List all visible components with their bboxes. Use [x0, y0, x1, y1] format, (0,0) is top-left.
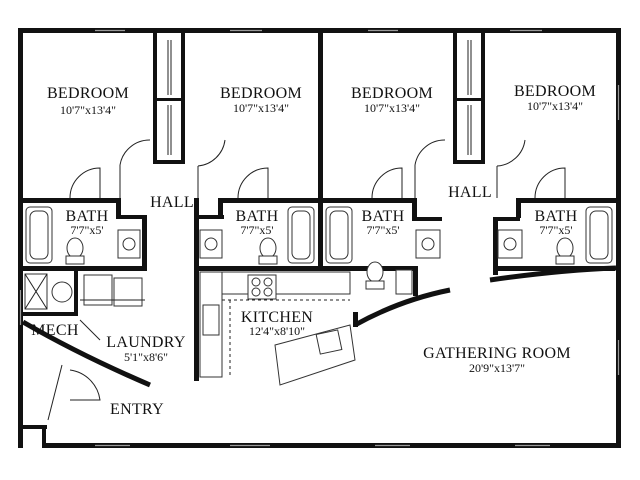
- windows: [19, 29, 620, 447]
- bedroom2-name: BEDROOM: [220, 85, 302, 102]
- gathering-room-dims: 20'9"x13'7": [469, 361, 525, 375]
- kitchen-dims: 12'4"x8'10": [249, 324, 305, 338]
- entry-stoop-side: [42, 425, 46, 448]
- laundry-dims: 5'1"x8'6": [124, 350, 168, 364]
- bath2-dims: 7'7"x5': [240, 223, 273, 237]
- bath4-name: BATH: [535, 208, 578, 225]
- bedroom1-name: BEDROOM: [47, 85, 129, 102]
- hall1-name: HALL: [150, 194, 194, 211]
- closet-doors: [167, 40, 472, 155]
- bath4-dims: 7'7"x5': [539, 223, 572, 237]
- bedroom4-dims: 10'7"x13'4": [527, 99, 583, 113]
- kitchen-fixtures: [199, 271, 356, 386]
- mech-name: MECH: [31, 322, 79, 339]
- curved-wall-laundry: [21, 319, 151, 388]
- bedroom3-dims: 10'7"x13'4": [364, 101, 420, 115]
- door-swings: [47, 139, 566, 421]
- curved-wall-kitchen: [353, 287, 451, 328]
- utility-fixtures: [24, 273, 145, 310]
- bedroom3-name: BEDROOM: [351, 85, 433, 102]
- bath3-dims: 7'7"x5': [366, 223, 399, 237]
- bath-fixtures: [25, 206, 613, 295]
- bath1-name: BATH: [66, 208, 109, 225]
- bedroom2-dims: 10'7"x13'4": [233, 101, 289, 115]
- bath2-name: BATH: [236, 208, 279, 225]
- wall-bottom: [42, 443, 621, 448]
- entry-name: ENTRY: [110, 401, 164, 418]
- wall-right: [616, 28, 621, 448]
- curved-wall-bath4: [489, 265, 617, 283]
- wall-left: [18, 28, 23, 448]
- gathering-room-name: GATHERING ROOM: [423, 345, 571, 362]
- hall2-name: HALL: [448, 184, 492, 201]
- bedroom1-dims: 10'7"x13'4": [60, 103, 116, 117]
- bedroom4-name: BEDROOM: [514, 83, 596, 100]
- kitchen-name: KITCHEN: [241, 309, 313, 326]
- bath1-dims: 7'7"x5': [70, 223, 103, 237]
- entry-stoop-top: [18, 425, 47, 429]
- interior-walls: [18, 30, 621, 381]
- laundry-name: LAUNDRY: [106, 334, 186, 351]
- bath3-name: BATH: [362, 208, 405, 225]
